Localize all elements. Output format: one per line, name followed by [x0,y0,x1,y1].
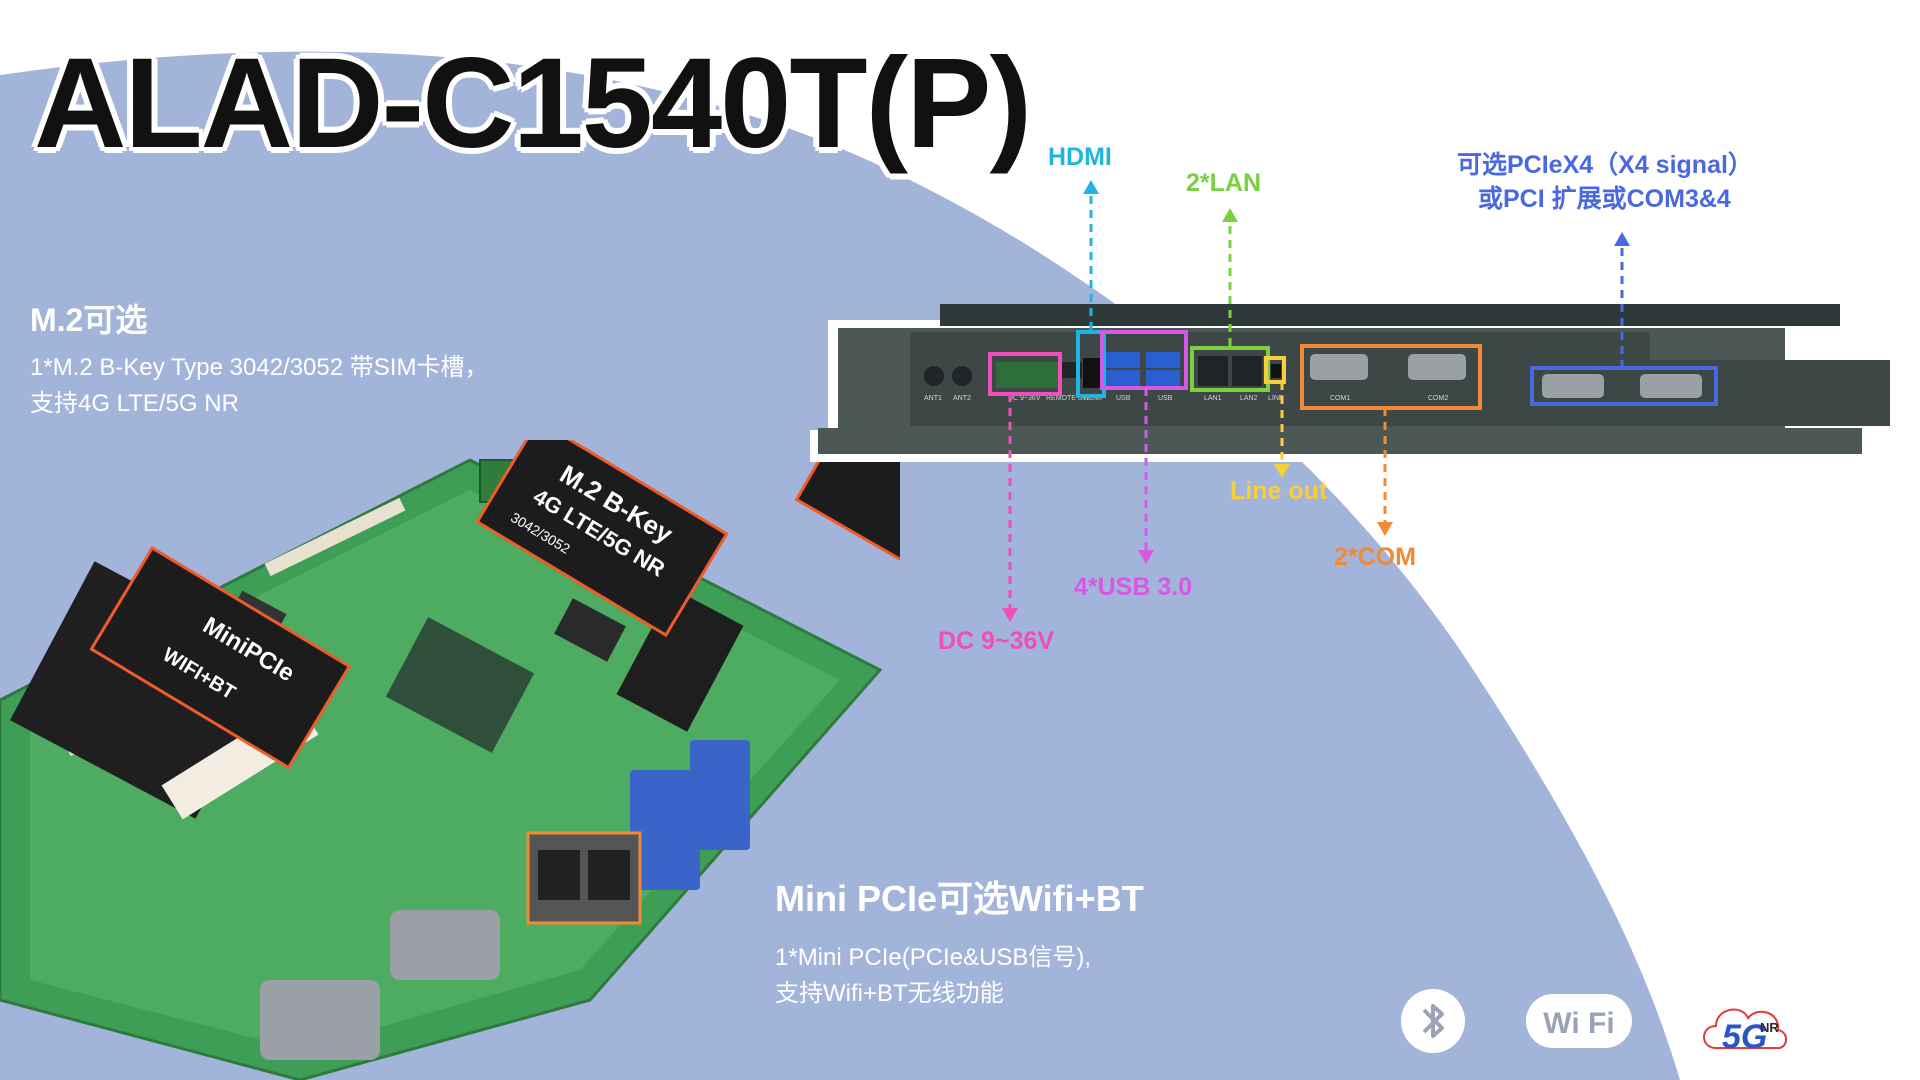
rear-usb-stack-2 [690,740,750,850]
ant2-port [952,366,972,386]
lan1-port [1198,356,1228,386]
usb-port-3 [1146,352,1180,368]
m2-heading: M.2可选 [30,302,148,338]
label-lan2: LAN2 [1240,395,1258,402]
m2-desc-line1: 1*M.2 B-Key Type 3042/3052 带SIM卡槽， [30,354,489,381]
label-lan1: LAN1 [1204,395,1222,402]
com-highlight-box [1300,344,1482,410]
cpu-heatsink [385,617,535,753]
usb-port-4 [1146,370,1180,386]
label-usb2: USB [1158,395,1173,402]
heat-fins [940,304,1840,326]
com4-port [1640,374,1702,398]
lan2-port [1232,356,1262,386]
line-out-port [1271,364,1281,378]
com3-port [1542,374,1604,398]
usb-port-2 [1106,370,1140,386]
line-out-highlight-box [1264,356,1286,384]
rear-usb-stack [630,770,700,890]
com1-port [1310,354,1368,380]
com2-port [1408,354,1466,380]
nr-text: NR [1760,1020,1779,1035]
label-usb1: USB [1116,395,1131,402]
rear-panel: ANT1 ANT2 DC 9~36V REMOTE SW HDMI USB US… [810,304,1890,462]
com-arrow-head [1377,522,1393,536]
usb-highlight-box [1100,330,1188,390]
minipcie-heading: Mini PCIe可选Wifi+BT [775,878,1144,919]
wifi-icon-text: Wi Fi [1543,1007,1614,1040]
lan-callout: 2*LAN [1186,169,1262,197]
dc-highlight-box [988,352,1062,396]
label-com2: COM2 [1428,395,1448,402]
label-remote: REMOTE SW [1046,395,1090,402]
rear-lan-port-2 [588,850,630,900]
com-callout: 2*COM [1334,543,1416,571]
m2-socket [616,588,744,732]
rear-com-1 [390,910,500,980]
bluetooth-icon [1401,989,1465,1053]
wifi-icon: Wi Fi [1526,994,1632,1048]
minipcie-desc-line2: 支持Wifi+BT无线功能 [775,980,1004,1007]
label-com1: COM1 [1330,395,1350,402]
lan-arrow-head [1222,208,1238,222]
label-ant2: ANT2 [953,395,971,402]
label-ant1: ANT1 [924,395,942,402]
dc-arrow-head [1002,608,1018,622]
hdmi-arrow-head [1083,180,1099,194]
5g-nr-icon: 5G NR [1703,1008,1787,1056]
pcie-highlight-box [1530,366,1718,406]
line-out-callout: Line out [1230,477,1328,505]
usb-arrow-head [1138,550,1154,564]
m2-desc-line2: 支持4G LTE/5G NR [30,390,239,417]
product-title: ALAD-C1540T(P) [34,32,1032,175]
rear-lan-port-1 [538,850,580,900]
dc-port [996,362,1058,388]
dc-callout: DC 9~36V [938,627,1055,655]
hdmi-port [1083,358,1101,388]
connector-strip-1 [264,497,406,577]
usb-port-1 [1106,352,1140,368]
panel-port-labels: ANT1 ANT2 DC 9~36V REMOTE SW HDMI USB US… [924,395,1448,402]
minipcie-desc-line1: 1*Mini PCIe(PCIe&USB信号), [775,944,1092,971]
label-hdmi: HDMI [1084,395,1102,402]
feature-icons: Wi Fi 5G NR [1400,988,1800,1074]
pcie-callout-line2: 或PCI 扩展或COM3&4 [1478,185,1731,213]
5g-text: 5G [1722,1018,1767,1056]
pcie-callout-line1: 可选PCIeX4（X4 signal） [1457,151,1753,179]
label-dc: DC 9~36V [1008,395,1041,402]
pcie-arrow-head [1614,232,1630,246]
usb-callout: 4*USB 3.0 [1074,573,1193,601]
motherboard-image: M.2 B-Key 4G LTE/5G NR 3042/3052 MiniPCI… [0,440,900,1080]
hdmi-callout: HDMI [1048,143,1112,171]
ant1-port [924,366,944,386]
rear-com-2 [260,980,380,1060]
label-line: LINE [1268,395,1284,402]
minipcie-board-label: MiniPCIe WIFI+BT [89,545,352,770]
chip-1 [554,598,626,662]
line-out-arrow-head [1274,464,1290,478]
